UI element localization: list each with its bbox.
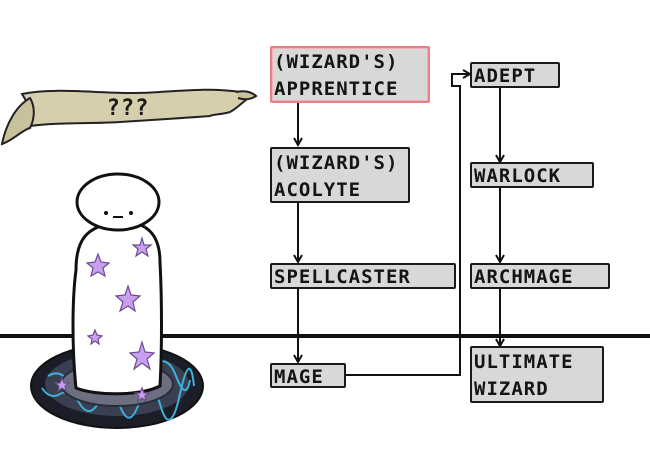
rank-spellcaster[interactable]: SPELLCASTER <box>270 263 456 289</box>
star-icon <box>128 339 156 371</box>
rank-adept-label: ADEPT <box>474 65 537 87</box>
rank-archmage[interactable]: ARCHMAGE <box>470 263 610 289</box>
rank-apprentice-line2: APPRENTICE <box>274 78 399 100</box>
rank-mage-label: MAGE <box>274 366 324 388</box>
rank-archmage-label: ARCHMAGE <box>474 266 574 288</box>
rank-adept[interactable]: ADEPT <box>470 62 560 88</box>
rank-apprentice-line1: (WIZARD'S) <box>274 51 399 73</box>
star-icon <box>131 235 153 258</box>
rank-warlock-label: WARLOCK <box>474 165 562 187</box>
arrow-mage-adept <box>346 74 470 376</box>
rank-acolyte-line1: (WIZARD'S) <box>274 152 399 174</box>
star-icon <box>53 376 71 393</box>
wizard-head <box>75 172 161 232</box>
rank-mage[interactable]: MAGE <box>270 363 346 388</box>
rank-ultimate-line1: ULTIMATE <box>474 351 574 373</box>
scroll-label: ??? <box>106 96 150 121</box>
robe-stars <box>53 235 156 403</box>
rank-ultimate-line2: WIZARD <box>474 378 549 400</box>
star-icon <box>85 252 111 278</box>
rank-connectors <box>298 74 500 376</box>
rank-acolyte-line2: ACOLYTE <box>274 179 362 201</box>
star-icon <box>133 386 151 403</box>
rank-acolyte[interactable]: (WIZARD'S) ACOLYTE <box>270 147 410 203</box>
rank-apprentice[interactable]: (WIZARD'S) APPRENTICE <box>270 46 430 103</box>
rank-warlock[interactable]: WARLOCK <box>470 162 594 188</box>
rank-spellcaster-label: SPELLCASTER <box>274 266 411 288</box>
star-icon <box>114 284 142 313</box>
rank-ultimate-wizard[interactable]: ULTIMATE WIZARD <box>470 346 604 403</box>
scroll-banner <box>0 88 258 146</box>
star-icon <box>86 328 104 346</box>
